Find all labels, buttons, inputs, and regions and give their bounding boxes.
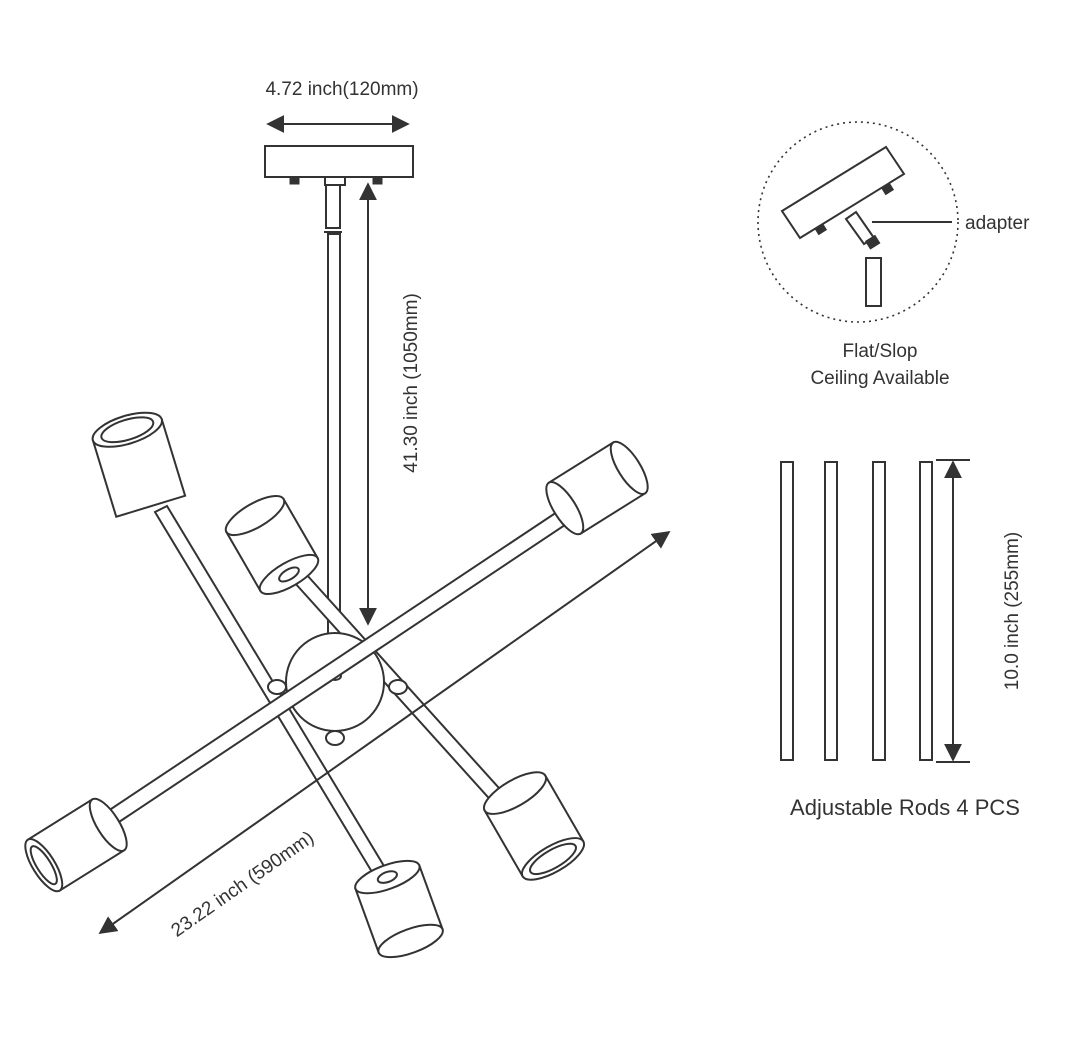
socket-upper-left — [91, 411, 187, 519]
center-stem — [324, 184, 342, 637]
rod-3 — [872, 461, 886, 761]
span-width-label: 23.22 inch (590mm) — [168, 827, 318, 941]
ceiling-caption-line2: Ceiling Available — [810, 368, 949, 389]
adapter-label: adapter — [965, 213, 1030, 234]
rod-4 — [919, 461, 933, 761]
socket-bottom — [354, 859, 444, 959]
sloped-ceiling-detail: adapter Flat/Slop Ceiling Available — [757, 121, 1030, 389]
drop-height-dimension: 41.30 inch (1050mm) — [359, 182, 422, 626]
rod-1 — [780, 461, 794, 761]
socket-upper-right — [545, 440, 649, 536]
ceiling-canopy — [264, 145, 414, 186]
ceiling-caption-line1: Flat/Slop — [843, 341, 918, 362]
canopy-width-label: 4.72 inch(120mm) — [265, 79, 418, 100]
canopy-width-dimension: 4.72 inch(120mm) — [265, 79, 419, 133]
rod-2 — [824, 461, 838, 761]
rods-caption: Adjustable Rods 4 PCS — [790, 795, 1020, 820]
adjustable-rods: 10.0 inch (255mm) Adjustable Rods 4 PCS — [780, 459, 1023, 820]
drop-height-label: 41.30 inch (1050mm) — [401, 293, 422, 473]
rod-length-label: 10.0 inch (255mm) — [1002, 532, 1023, 690]
